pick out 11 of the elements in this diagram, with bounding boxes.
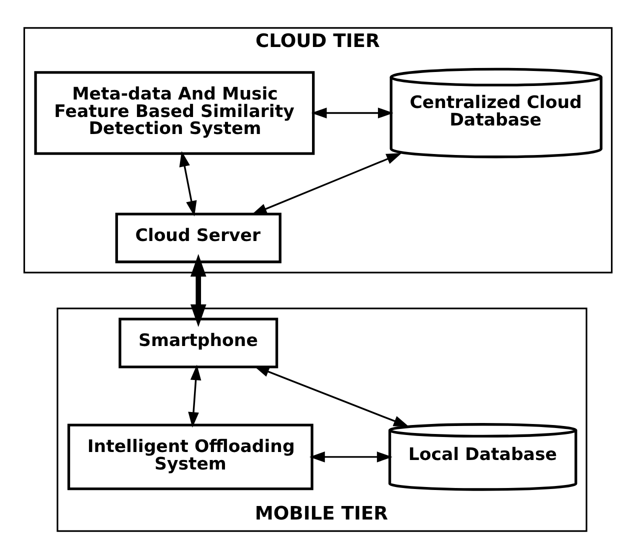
arrow [309,452,392,462]
arrow [179,151,197,216]
arrow [254,366,410,427]
node-box: Smartphone [118,318,278,368]
arrow [188,364,202,428]
node-box: Meta-data And Music Feature Based Similarity Detection System [34,71,315,155]
arrow [311,108,394,118]
node-box: Cloud Server [115,212,282,264]
node-box: Intelligent Offloading System [67,424,314,490]
arrow [190,254,206,328]
arrow [251,153,402,215]
